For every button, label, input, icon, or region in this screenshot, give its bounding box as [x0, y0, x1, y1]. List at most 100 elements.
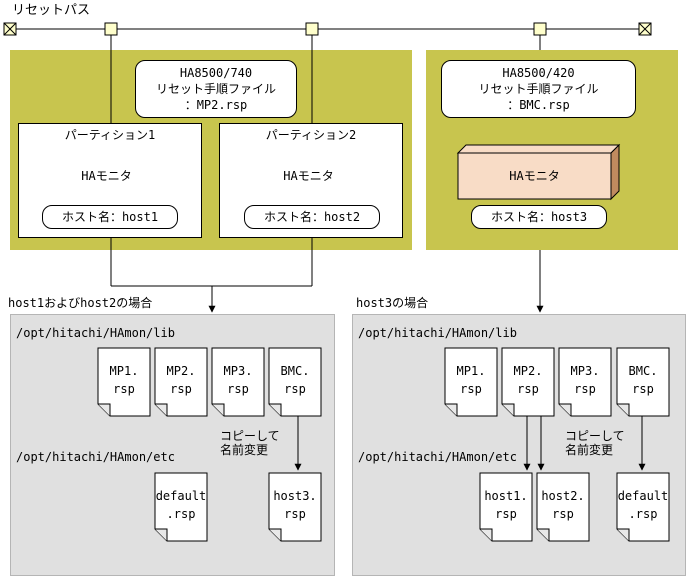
file-icons — [97, 347, 670, 542]
host-name-1: ホスト名：host1 — [42, 205, 178, 229]
file-icon-fold — [212, 403, 225, 416]
left-case-heading: host1およびhost2の場合 — [8, 296, 153, 310]
file-icon-fold — [537, 528, 550, 541]
left-note-line-2: 名前変更 — [220, 443, 269, 457]
file-icon-fold — [98, 403, 111, 416]
host-name-2: ホスト名：host2 — [244, 205, 380, 229]
file-icon — [97, 347, 151, 417]
file-icon — [268, 472, 322, 542]
file-name: BMC. rsp — [269, 362, 321, 398]
right-model-line-2: リセット手順ファイル — [478, 82, 599, 96]
right-lib-path: /opt/hitachi/HAmon/lib — [358, 326, 517, 340]
bus-connector-3 — [533, 22, 547, 36]
file-name-line: MP1. — [456, 364, 486, 378]
file-name-line: .rsp — [166, 507, 196, 521]
file-icon — [268, 347, 322, 417]
file-icon-fold — [559, 403, 572, 416]
file-icon-fold — [155, 528, 168, 541]
file-name-line: rsp — [284, 507, 306, 521]
file-icon-fold — [269, 403, 282, 416]
bus-terminator-left — [3, 22, 17, 36]
file-name-line: .rsp — [628, 507, 658, 521]
ha-monitor-label-1: HAモニタ — [81, 169, 132, 183]
partition-2-title: パーティション2 — [265, 128, 357, 142]
ha-monitor-box-3 — [456, 143, 621, 201]
file-name-line: MP3. — [223, 364, 253, 378]
partition-1-title: パーティション1 — [64, 128, 156, 142]
file-name: host3. rsp — [269, 487, 321, 523]
left-lib-path: /opt/hitachi/HAmon/lib — [16, 326, 175, 340]
left-etc-path: /opt/hitachi/HAmon/etc — [16, 450, 175, 464]
file-name-line: rsp — [495, 507, 517, 521]
left-model-line-3: ：MP2.rsp — [184, 98, 248, 112]
left-model-line-1: HA8500/740 — [179, 66, 253, 80]
bus-connector-2 — [305, 22, 319, 36]
file-name-line: MP2. — [166, 364, 196, 378]
file-name-line: default — [617, 489, 669, 503]
file-icon — [479, 472, 533, 542]
file-name-line: rsp — [517, 382, 539, 396]
file-icon-fold — [269, 528, 282, 541]
file-name-line: rsp — [574, 382, 596, 396]
bus-connector-1 — [104, 22, 118, 36]
right-model-line-3: ：BMC.rsp — [507, 98, 570, 112]
file-icon-fold — [502, 403, 515, 416]
bus-terminator-right — [638, 22, 652, 36]
file-icon-fold — [617, 403, 630, 416]
left-note-line-1: コピーして — [220, 429, 280, 443]
file-icon — [616, 472, 670, 542]
file-icon — [501, 347, 555, 417]
file-name: MP3. rsp — [212, 362, 264, 398]
right-note-line-1: コピーして — [565, 429, 625, 443]
file-name-line: rsp — [284, 382, 306, 396]
file-name-line: host1. — [484, 489, 528, 503]
file-name-line: rsp — [632, 382, 654, 396]
file-name: MP2. rsp — [502, 362, 554, 398]
file-name-line: MP3. — [570, 364, 600, 378]
file-name: MP3. rsp — [559, 362, 611, 398]
file-icon — [444, 347, 498, 417]
file-icon — [154, 472, 208, 542]
right-case-heading: host3の場合 — [356, 296, 429, 310]
file-icon — [616, 347, 670, 417]
left-copy-note: コピーして 名前変更 — [220, 429, 280, 457]
file-name-line: MP1. — [109, 364, 139, 378]
file-name-line: rsp — [227, 382, 249, 396]
file-name-line: default — [155, 489, 207, 503]
left-server-model-callout: HA8500/740 リセット手順ファイル ：MP2.rsp — [135, 60, 297, 118]
file-name: MP1. rsp — [98, 362, 150, 398]
file-name: default .rsp — [155, 487, 207, 523]
file-icon — [536, 472, 590, 542]
file-icon-fold — [617, 528, 630, 541]
right-note-line-2: 名前変更 — [565, 443, 614, 457]
reset-path-label: リセットパス — [12, 3, 91, 18]
file-name: MP1. rsp — [445, 362, 497, 398]
file-name-line: BMC. — [628, 364, 658, 378]
right-model-line-1: HA8500/420 — [502, 66, 575, 80]
file-name-line: rsp — [460, 382, 482, 396]
file-name-line: rsp — [113, 382, 135, 396]
left-model-line-2: リセット手順ファイル — [155, 82, 276, 96]
file-name: MP2. rsp — [155, 362, 207, 398]
file-name: host1. rsp — [480, 487, 532, 523]
ha-monitor-label-2: HAモニタ — [283, 169, 334, 183]
right-server-model-callout: HA8500/420 リセット手順ファイル ：BMC.rsp — [441, 60, 636, 118]
host-name-3: ホスト名：host3 — [471, 205, 607, 229]
file-icon-fold — [155, 403, 168, 416]
file-name-line: MP2. — [513, 364, 543, 378]
file-icon — [558, 347, 612, 417]
file-icon — [211, 347, 265, 417]
right-etc-path: /opt/hitachi/HAmon/etc — [358, 450, 517, 464]
file-icon-fold — [480, 528, 493, 541]
file-name-line: rsp — [170, 382, 192, 396]
file-name-line: rsp — [552, 507, 574, 521]
file-name-line: BMC. — [280, 364, 310, 378]
right-copy-note: コピーして 名前変更 — [565, 429, 625, 457]
file-name: BMC. rsp — [617, 362, 669, 398]
file-icon-fold — [445, 403, 458, 416]
file-name: host2. rsp — [537, 487, 589, 523]
file-icon — [154, 347, 208, 417]
file-name-line: host2. — [541, 489, 585, 503]
ha-monitor-label-3: HAモニタ — [509, 169, 560, 183]
file-name-line: host3. — [273, 489, 317, 503]
